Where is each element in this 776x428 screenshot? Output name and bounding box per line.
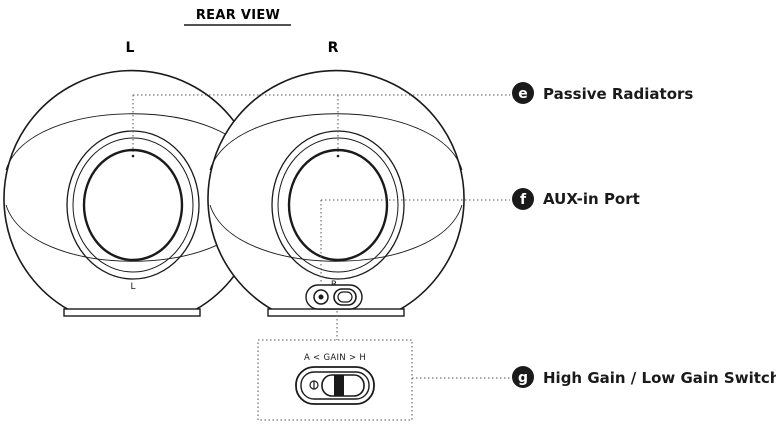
callout-letter-e: e bbox=[518, 86, 528, 102]
right-speaker: R bbox=[207, 69, 465, 317]
aux-in-port-hole bbox=[318, 294, 324, 300]
callout-passive-radiators: e Passive Radiators bbox=[512, 82, 693, 104]
callout-letter-f: f bbox=[520, 192, 527, 208]
callout-leaders bbox=[132, 94, 510, 379]
left-radiator-mid-ring bbox=[72, 137, 194, 273]
gain-detail-panel bbox=[257, 339, 413, 421]
right-speaker-seam bbox=[209, 113, 463, 171]
callout-aux-in-port: f AUX-in Port bbox=[512, 188, 640, 210]
right-radiator-cone bbox=[287, 148, 389, 262]
left-radiator-dot bbox=[131, 154, 135, 158]
gain-switch-detail[interactable] bbox=[295, 366, 375, 405]
right-speaker-seam-lower bbox=[209, 204, 463, 262]
left-radiator-cone bbox=[82, 148, 184, 262]
right-radiator-mid-ring bbox=[277, 137, 399, 273]
callout-badge-e bbox=[512, 82, 534, 104]
gain-label: A < GAIN > H bbox=[304, 353, 366, 363]
callout-text-e: Passive Radiators bbox=[543, 85, 693, 103]
right-speaker-base bbox=[267, 308, 405, 317]
left-speaker-label: L bbox=[126, 40, 135, 56]
gain-switch-small-knob bbox=[337, 291, 353, 303]
callout-badge-g bbox=[512, 366, 534, 388]
right-speaker-body bbox=[207, 69, 465, 311]
gain-switch-slider-grip bbox=[334, 375, 344, 396]
right-radiator-dot bbox=[336, 154, 340, 158]
callout-letter-g: g bbox=[518, 370, 528, 386]
left-speaker: L bbox=[3, 69, 261, 317]
callout-text-f: AUX-in Port bbox=[543, 190, 640, 208]
right-speaker-label: R bbox=[328, 40, 339, 56]
diagram-title: REAR VIEW bbox=[196, 8, 280, 23]
callout-text-g: High Gain / Low Gain Switch bbox=[543, 369, 776, 387]
callout-gain-switch: g High Gain / Low Gain Switch bbox=[512, 366, 776, 388]
callout-badge-f bbox=[512, 188, 534, 210]
left-speaker-small-label: L bbox=[130, 282, 135, 292]
left-speaker-base bbox=[63, 308, 201, 317]
gain-switch-indicator bbox=[309, 380, 319, 390]
